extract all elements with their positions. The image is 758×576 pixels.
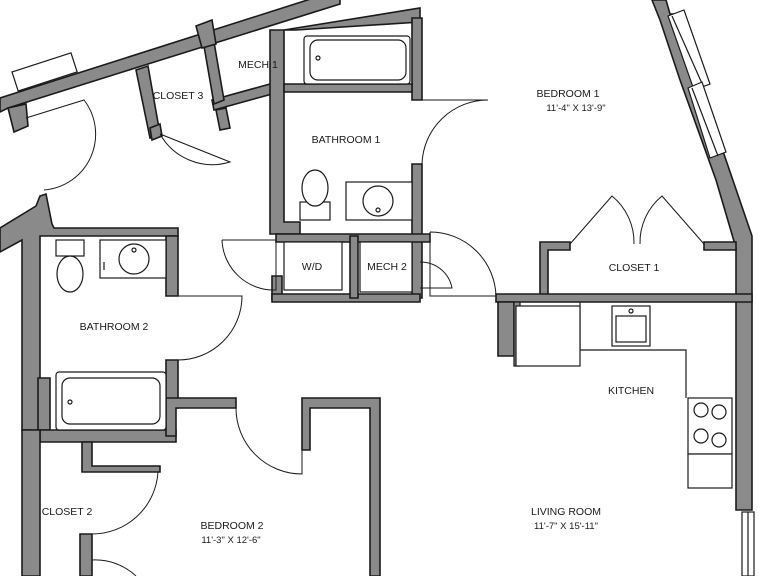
door-entry: [25, 99, 97, 191]
doors: [25, 99, 705, 576]
wall-left-lower: [21, 429, 41, 576]
wall-closet3-bottom: [149, 122, 163, 142]
wall-wd-mech2-bottom: [271, 293, 421, 303]
label-living-room-dimensions: 11'-7" X 15'-11": [534, 521, 598, 532]
label-bedroom1: BEDROOM 1: [536, 88, 599, 100]
wall-wd-mech2-divider: [349, 235, 359, 299]
label-bathroom2: BATHROOM 2: [80, 321, 149, 333]
wall-upper-left-stub: [7, 103, 29, 134]
label-bedroom2-dimensions: 11'-3" X 12'-6": [201, 535, 260, 546]
wall-kitchen-left: [497, 301, 515, 357]
wall-right-top-stub: [215, 107, 231, 131]
kitchen-refrigerator: [515, 305, 581, 367]
label-closet2: CLOSET 2: [42, 506, 93, 518]
wall-closet2-right: [79, 533, 93, 576]
wall-bedroom2-right: [301, 397, 381, 576]
fixtures: [55, 35, 733, 489]
window-left-top: [11, 52, 78, 92]
wall-closet1-right: [703, 241, 737, 251]
tub-bathroom1: [303, 35, 411, 85]
sink-bathroom2: [99, 239, 167, 279]
wall-bathroom2-right: [165, 235, 179, 297]
wall-bathroom1-right: [411, 17, 423, 101]
kitchen-sink: [611, 305, 651, 347]
door-bedroom2: [235, 407, 303, 475]
door-closet3: [159, 133, 232, 166]
label-living-room: LIVING ROOM: [531, 506, 601, 518]
mech2-unit: [359, 241, 413, 293]
windows-right: [667, 9, 755, 576]
wall-bathroom1-right-lower: [411, 163, 423, 299]
label-closet3: CLOSET 3: [153, 90, 204, 102]
door-mech2: [419, 261, 453, 289]
wall-bathroom2-bottom: [39, 429, 177, 443]
sink-bathroom1: [345, 181, 413, 221]
kitchen-counter-lower: [687, 453, 733, 489]
door-closet1-right: [639, 195, 705, 245]
label-mech2: MECH 2: [367, 261, 407, 273]
wall-bathroom2-small-box: [37, 377, 51, 431]
label-kitchen: KITCHEN: [608, 385, 654, 397]
wall-bathroom2-top: [0, 192, 179, 431]
wall-closet2-top: [81, 441, 161, 473]
washer-dryer: [283, 241, 343, 291]
wall-mech1-left: [203, 40, 225, 106]
room-labels: MECH 1 CLOSET 3 BATHROOM 1 BEDROOM 1 11'…: [42, 59, 660, 546]
label-bedroom2: BEDROOM 2: [200, 520, 263, 532]
wall-bedroom2-top: [165, 397, 237, 437]
wall-bathroom1-tub-top: [283, 83, 413, 93]
tub-bathroom2: [55, 371, 167, 431]
label-bathroom1: BATHROOM 1: [312, 134, 381, 146]
label-bedroom1-dimensions: 11'-4" X 13'-9": [546, 103, 605, 114]
wall-top-stub: [195, 18, 217, 49]
wall-closet1-bottom: [495, 293, 753, 303]
door-bathroom1: [421, 99, 489, 165]
door-closet2: [91, 471, 159, 535]
toilet-bathroom2: [55, 239, 85, 257]
door-bathroom2: [177, 295, 243, 361]
label-closet1: CLOSET 1: [609, 262, 660, 274]
door-bottom: [91, 559, 137, 576]
label-wd: W/D: [302, 261, 323, 273]
label-mech1: MECH 1: [238, 59, 278, 71]
wall-closet1-left: [539, 241, 571, 301]
door-hallway: [429, 231, 497, 297]
door-closet1-left: [569, 195, 635, 245]
door-wd: [221, 239, 277, 291]
